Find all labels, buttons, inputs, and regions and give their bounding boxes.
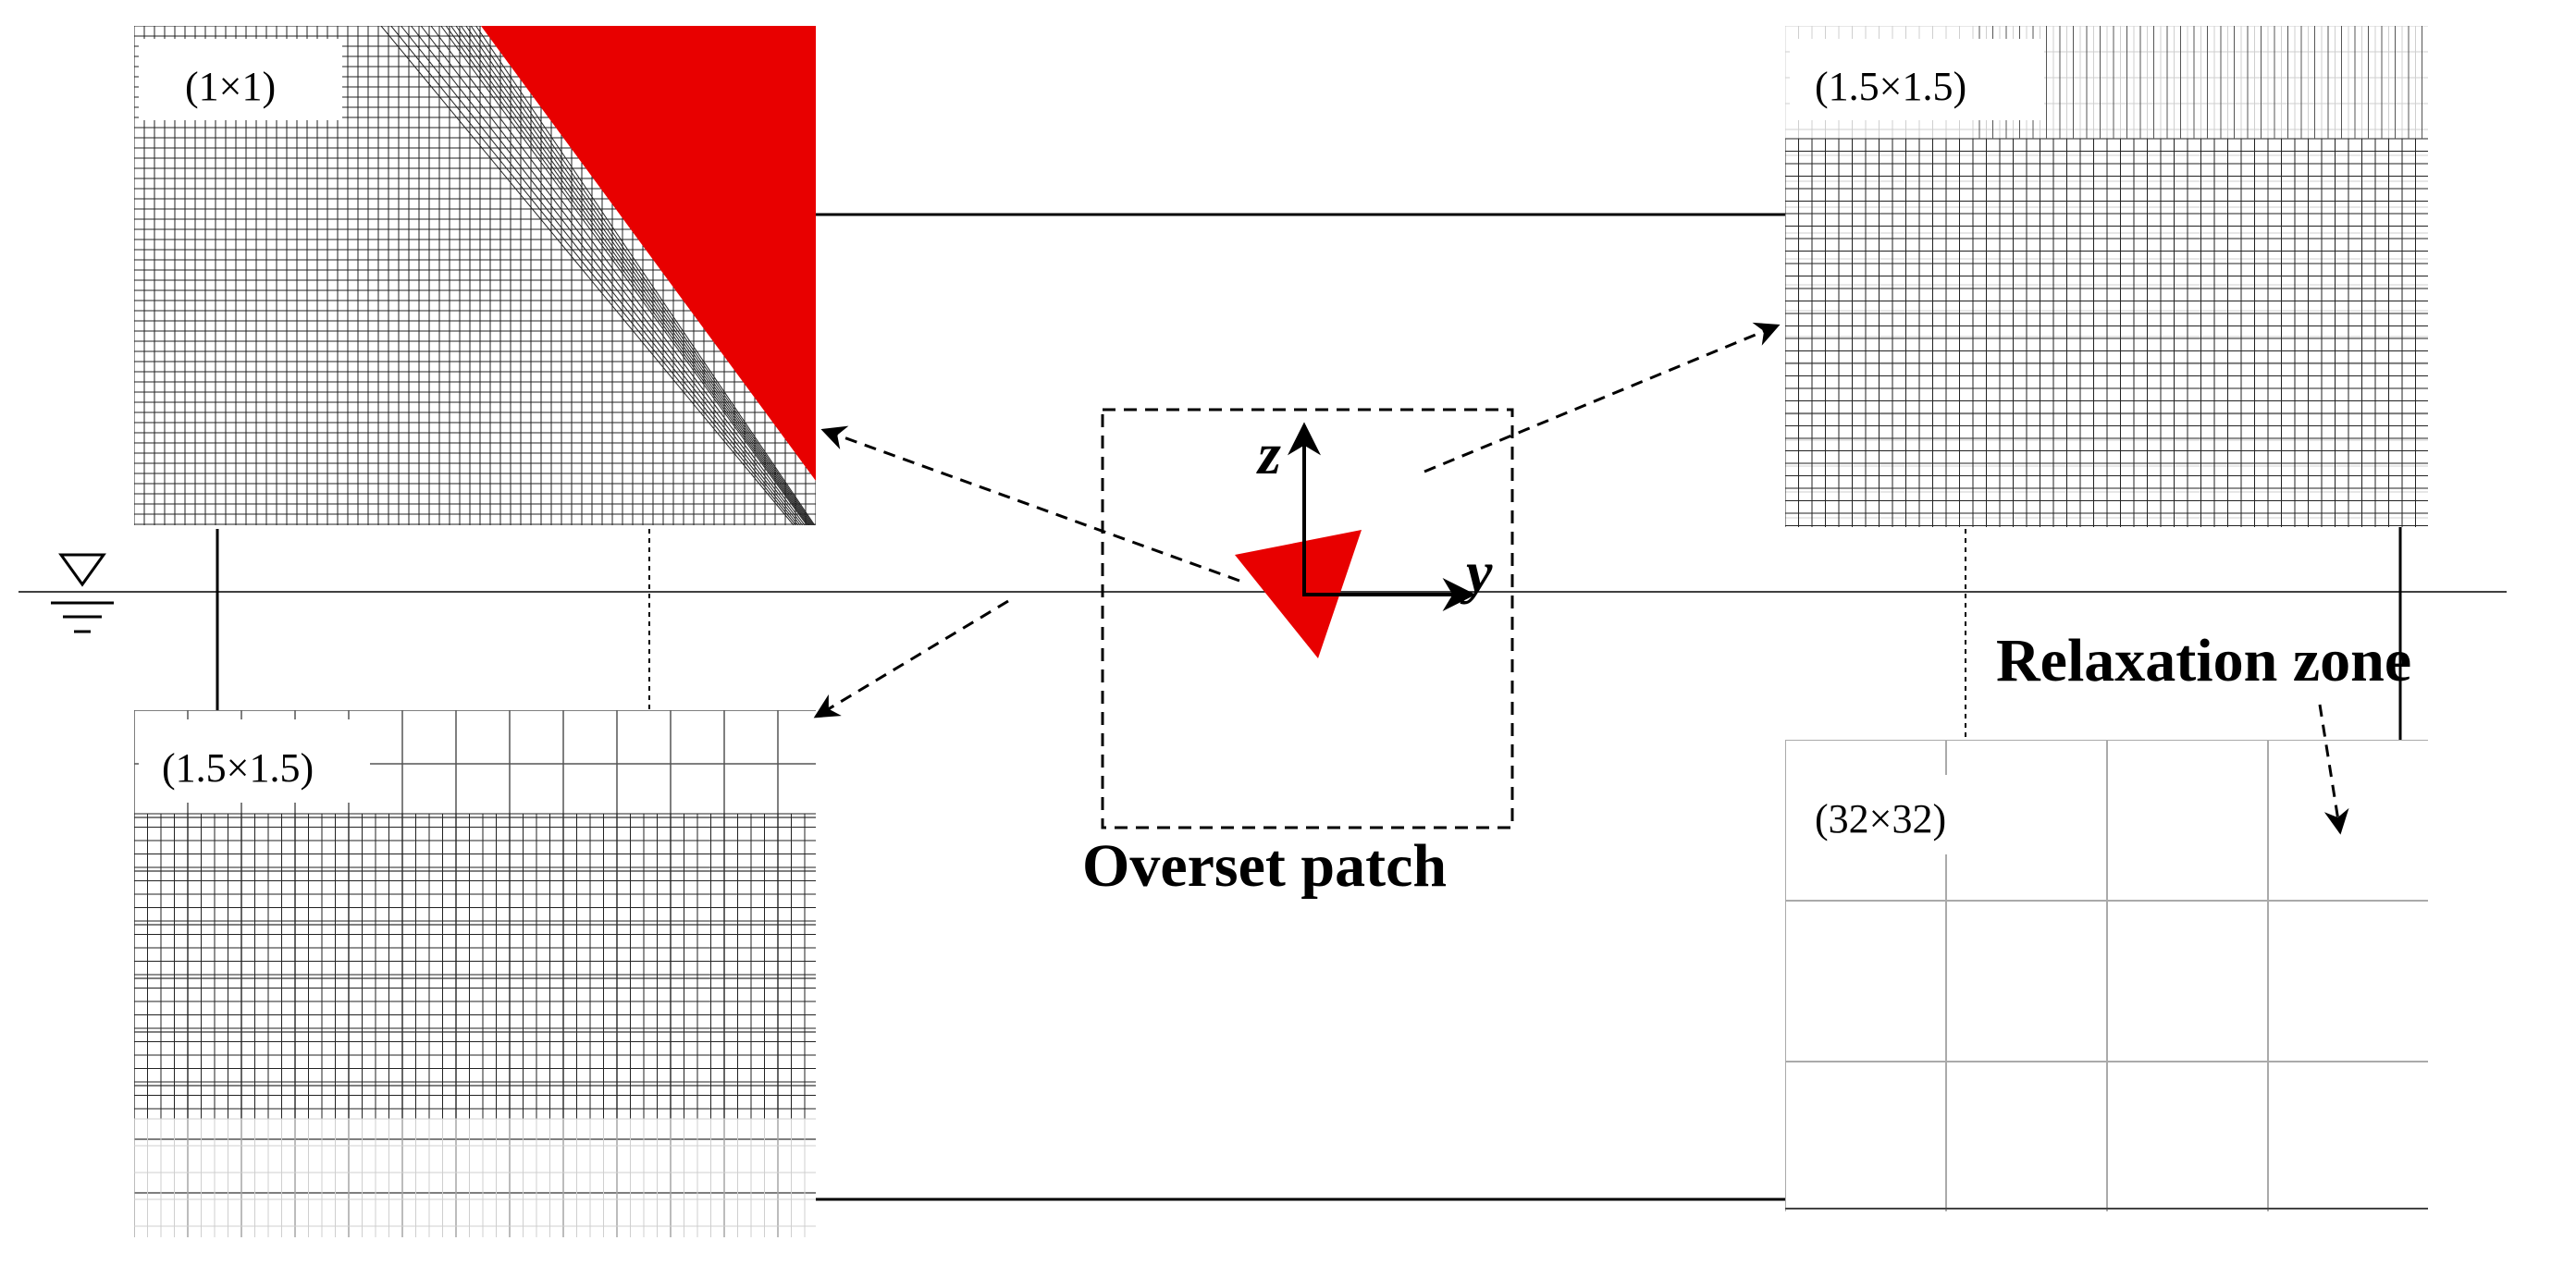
panel-bottom-right-label-box	[1790, 775, 2003, 854]
overset-patch: z y Overset patch	[1082, 408, 1514, 900]
panel-top-left-mesh: (1×1)	[134, 26, 816, 525]
arrow-to-bottom-left	[813, 599, 1009, 718]
connector-lines	[216, 213, 2402, 1201]
overset-patch-label: Overset patch	[1082, 832, 1447, 900]
boundary-layer-line	[450, 26, 810, 525]
boundary-layer-line	[475, 26, 816, 525]
panel-bottom-left-label-box	[139, 719, 370, 803]
boundary-layer-line	[401, 26, 799, 525]
panel-bottom-left-mesh: (1.5×1.5)	[134, 710, 816, 1237]
floating-body	[1235, 530, 1362, 658]
panel-top-right-label-box	[1790, 39, 2044, 120]
boundary-layer-line	[440, 26, 807, 525]
water-level-icon	[51, 553, 114, 633]
boundary-layer-line	[411, 26, 801, 525]
zoom-arrows	[813, 322, 2349, 835]
boundary-layer-line	[460, 26, 812, 525]
boundary-layer-line	[420, 26, 803, 525]
boundary-layer-line	[390, 26, 796, 525]
boundary-layer-line	[470, 26, 815, 525]
boundary-layer-line	[380, 26, 795, 525]
boundary-layer-line	[445, 26, 809, 525]
arrow-to-top-right	[1424, 322, 1781, 473]
overset-patch-box	[1101, 408, 1514, 829]
panel-top-right-mesh: (1.5×1.5)	[1785, 26, 2428, 527]
panel-top-right-label: (1.5×1.5)	[1815, 64, 1966, 109]
panel-bottom-right-mesh: (32×32)	[1785, 740, 2428, 1211]
arrow-to-top-left	[820, 425, 1240, 583]
relaxation-zone-label: Relaxation zone	[1996, 627, 2411, 694]
boundary-layer-line	[455, 26, 811, 525]
body-surface	[481, 26, 816, 481]
boundary-layer-line	[430, 26, 806, 525]
axis-z-label: z	[1256, 421, 1281, 486]
arrow-to-relaxation-zone	[2318, 704, 2349, 835]
panel-top-left-label-box	[139, 39, 342, 120]
panel-top-left-label: (1×1)	[185, 64, 276, 109]
panel-bottom-left-label: (1.5×1.5)	[162, 745, 314, 791]
panel-bottom-right-label: (32×32)	[1815, 796, 1946, 841]
boundary-layer-line	[465, 26, 813, 525]
